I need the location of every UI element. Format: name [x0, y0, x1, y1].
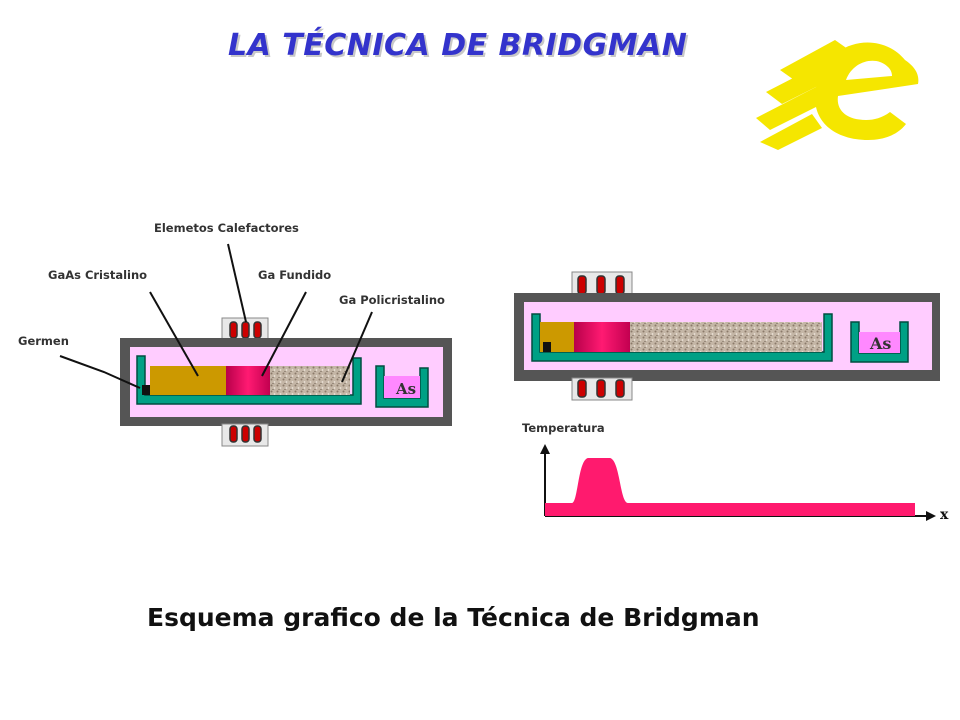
temperature-graph	[540, 444, 936, 521]
left-heater-bottom	[221, 423, 269, 447]
right-melt	[574, 322, 630, 352]
right-poly	[630, 322, 822, 352]
right-seed	[543, 342, 551, 352]
leader-melt	[261, 291, 307, 377]
y-axis-arrow-icon	[540, 444, 550, 454]
right-heater-top	[571, 271, 633, 297]
as-label-left: As	[395, 380, 416, 398]
label-seed: Germen	[18, 334, 69, 348]
left-melt	[226, 366, 270, 395]
left-crystal	[150, 366, 226, 395]
right-boat	[531, 313, 833, 362]
left-furnace	[120, 317, 452, 447]
label-ga-poly: Ga Policristalino	[339, 293, 445, 307]
right-furnace	[514, 271, 940, 401]
label-x-axis: x	[940, 507, 949, 523]
label-gaas-crystal: GaAs Cristalino	[48, 268, 148, 282]
logo-e-shape	[815, 42, 919, 140]
temperature-curve	[545, 458, 915, 516]
left-poly	[270, 366, 350, 395]
right-heater-bottom	[571, 377, 633, 401]
leader-lines	[59, 243, 373, 389]
leader-heaters	[227, 243, 247, 323]
leader-seed	[59, 355, 141, 389]
diagram-caption: Esquema grafico de la Técnica de Bridgma…	[147, 603, 760, 632]
as-label-right: As	[869, 334, 891, 353]
right-as-reservoir	[850, 321, 909, 363]
leader-poly	[341, 311, 373, 383]
label-heaters: Elemetos Calefactores	[154, 221, 299, 235]
label-temperature: Temperatura	[522, 421, 605, 435]
ie-logo	[756, 40, 919, 150]
leader-crystal	[149, 291, 199, 377]
page-title: LA TÉCNICA DE BRIDGMAN	[228, 28, 688, 63]
left-as-reservoir	[375, 365, 429, 408]
x-axis-arrow-icon	[926, 511, 936, 521]
left-boat	[136, 355, 362, 405]
left-seed	[142, 385, 150, 395]
label-ga-molten: Ga Fundido	[258, 268, 332, 282]
